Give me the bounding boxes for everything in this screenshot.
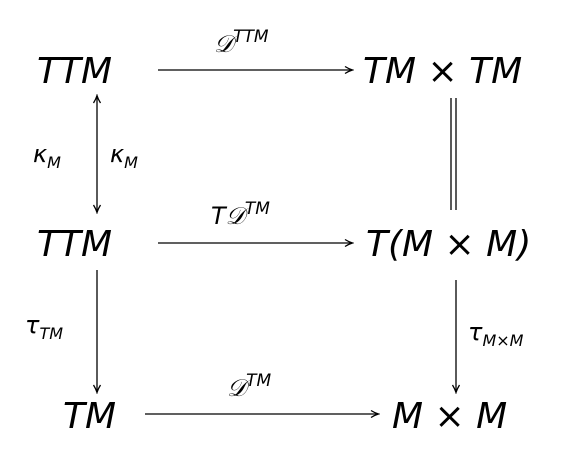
label-middle-sup: TM	[245, 199, 270, 219]
label-top-sup: TTM	[233, 27, 269, 47]
object-bottom-right: M × M	[392, 396, 507, 437]
label-top: 𝒟TTM	[214, 27, 269, 58]
object-mid-left: TTM	[37, 224, 112, 265]
label-kappa-right-sub: M	[124, 153, 138, 172]
label-kappa-left-sub: M	[47, 153, 61, 172]
label-tau-left-base: τ	[25, 311, 40, 339]
object-bottom-left: TM	[63, 396, 116, 437]
label-tau-right: τM×M	[468, 318, 524, 350]
object-top-right: TM × TM	[363, 51, 522, 92]
label-tau-right-sub: M×M	[482, 331, 523, 350]
object-top-left: TTM	[37, 51, 112, 92]
label-bottom-sup: TM	[246, 371, 271, 391]
label-middle-prefix: T	[211, 202, 228, 230]
label-kappa-left: κM	[33, 140, 61, 172]
label-kappa-right: κM	[110, 140, 138, 172]
label-middle: T𝒟TM	[211, 199, 270, 230]
label-tau-left: τTM	[25, 311, 63, 343]
label-kappa-left-base: κ	[33, 140, 48, 168]
label-tau-right-base: τ	[468, 318, 483, 346]
label-bottom: 𝒟TM	[227, 371, 272, 402]
label-kappa-right-base: κ	[110, 140, 125, 168]
label-tau-left-sub: TM	[39, 324, 63, 343]
object-mid-right: T(M × M)	[366, 224, 531, 265]
